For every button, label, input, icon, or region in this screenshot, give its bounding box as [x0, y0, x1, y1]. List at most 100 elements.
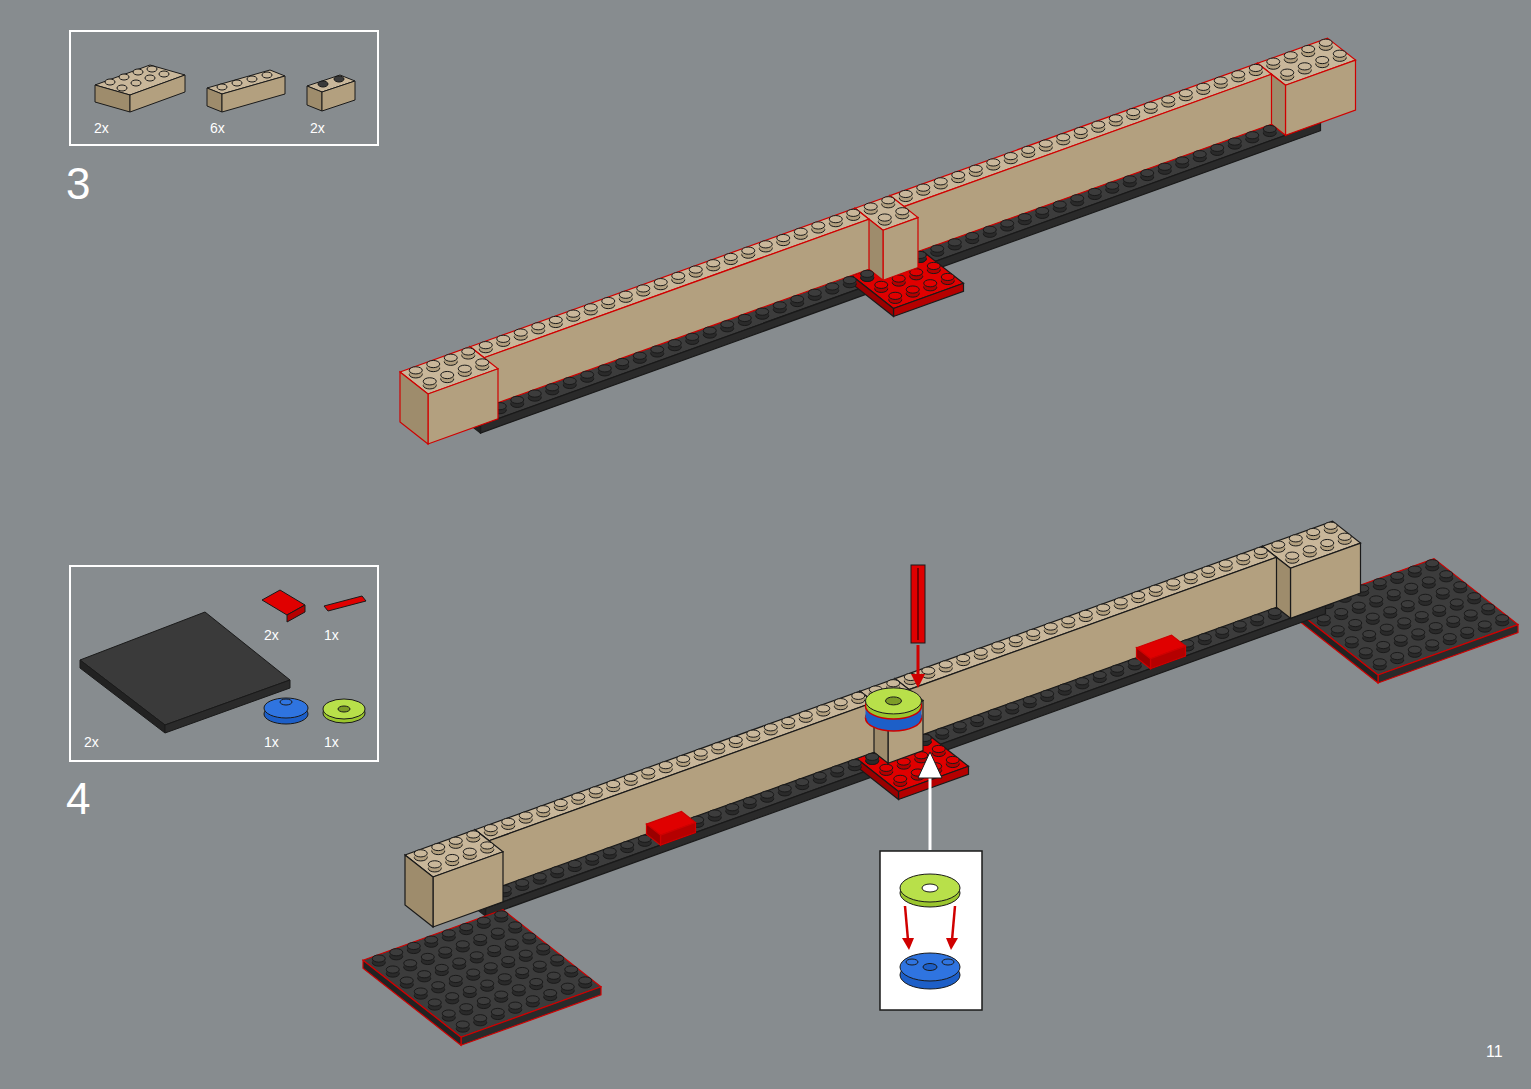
- stud: [561, 983, 574, 990]
- stud: [651, 346, 664, 353]
- stud: [474, 934, 487, 941]
- stud: [1373, 659, 1386, 666]
- brick-face: [883, 218, 918, 281]
- stud: [808, 289, 821, 296]
- stud: [927, 262, 940, 269]
- stud: [1198, 634, 1211, 641]
- stud: [1436, 588, 1449, 595]
- round-plate-stack: [866, 688, 922, 731]
- stud: [586, 854, 599, 861]
- stud: [449, 975, 462, 982]
- stud: [467, 969, 480, 976]
- step-number: 3: [66, 158, 90, 209]
- stud: [449, 837, 462, 844]
- stud: [1468, 593, 1481, 600]
- stud: [1429, 623, 1442, 630]
- stud: [1419, 594, 1432, 601]
- stud: [1380, 624, 1393, 631]
- stud: [941, 273, 954, 280]
- stud: [1433, 605, 1446, 612]
- stud: [1335, 608, 1348, 615]
- stud: [484, 825, 497, 832]
- stud: [1412, 629, 1425, 636]
- stud: [848, 760, 861, 767]
- stud: [572, 793, 585, 800]
- stud: [372, 955, 385, 962]
- stud: [778, 785, 791, 792]
- stud: [866, 753, 879, 760]
- stud: [421, 953, 434, 960]
- stud: [1316, 56, 1329, 63]
- stud: [957, 654, 970, 661]
- stud: [1053, 201, 1066, 208]
- stud: [400, 977, 413, 984]
- stud: [533, 961, 546, 968]
- stud: [974, 648, 987, 655]
- stud: [796, 778, 809, 785]
- stud: [505, 939, 518, 946]
- stud: [759, 241, 772, 248]
- stud: [1071, 195, 1084, 202]
- stud: [1202, 566, 1215, 573]
- parts-step-3: [95, 65, 355, 112]
- stud: [1443, 634, 1456, 641]
- stud: [875, 281, 888, 288]
- stud: [568, 860, 581, 867]
- stud: [1366, 613, 1379, 620]
- stud: [1352, 602, 1365, 609]
- stud: [481, 842, 494, 849]
- part-count: 2x: [264, 627, 279, 643]
- stud: [460, 1004, 473, 1011]
- stud: [502, 818, 515, 825]
- stud: [1144, 102, 1157, 109]
- stud: [390, 949, 403, 956]
- stud: [565, 966, 578, 973]
- stud: [1267, 58, 1280, 65]
- stud: [794, 228, 807, 235]
- stud: [1057, 134, 1070, 141]
- stud: [619, 291, 632, 298]
- stud: [460, 923, 473, 930]
- stud: [1408, 566, 1421, 573]
- stud: [721, 321, 734, 328]
- stud: [1123, 176, 1136, 183]
- stud: [1405, 583, 1418, 590]
- stud: [1349, 619, 1362, 626]
- stud: [581, 371, 594, 378]
- stud: [519, 950, 532, 957]
- stud: [1162, 96, 1175, 103]
- stud: [584, 304, 597, 311]
- stud: [479, 342, 492, 349]
- stud: [453, 958, 466, 965]
- stud: [708, 810, 721, 817]
- brick-face: [1286, 60, 1356, 135]
- stud: [404, 960, 417, 967]
- stud: [1370, 596, 1383, 603]
- stud: [1263, 125, 1276, 132]
- stud: [509, 1002, 522, 1009]
- stud: [1394, 635, 1407, 642]
- stud: [456, 1021, 469, 1028]
- stud: [729, 736, 742, 743]
- stud: [1246, 132, 1259, 139]
- stud: [523, 933, 536, 940]
- stud: [616, 358, 629, 365]
- stud: [882, 197, 895, 204]
- stud: [1114, 598, 1127, 605]
- stud: [1228, 138, 1241, 145]
- stud: [432, 843, 445, 850]
- stud: [621, 841, 634, 848]
- stud: [1233, 621, 1246, 628]
- stud: [743, 797, 756, 804]
- stud: [1303, 546, 1316, 553]
- stud: [1408, 646, 1421, 653]
- stud: [1254, 547, 1267, 554]
- stud: [817, 705, 830, 712]
- stud: [922, 667, 935, 674]
- stud: [407, 942, 420, 949]
- round-tile: [866, 688, 922, 714]
- stud: [477, 917, 490, 924]
- stud: [939, 661, 952, 668]
- stud: [1109, 115, 1122, 122]
- stud: [1127, 108, 1140, 115]
